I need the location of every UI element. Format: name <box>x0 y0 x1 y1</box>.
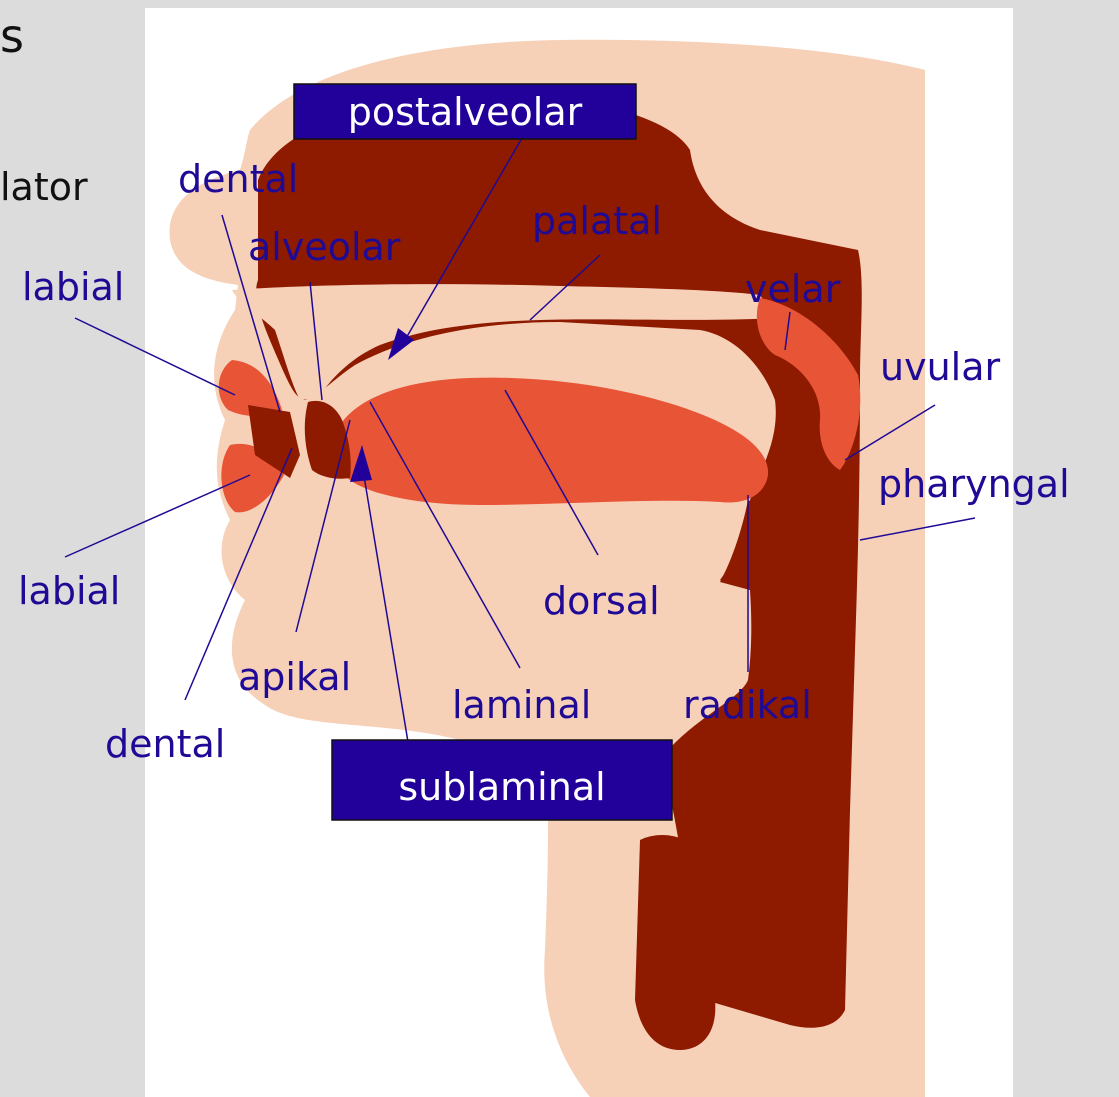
slide-side-text: lator <box>0 165 88 209</box>
label-dental-bottom: dental <box>105 722 225 766</box>
label-labial-top: labial <box>22 265 124 309</box>
label-pharyngal: pharyngal <box>878 462 1070 506</box>
label-uvular: uvular <box>880 345 1001 389</box>
label-dental-top: dental <box>178 157 298 201</box>
sublaminal-label: sublaminal <box>398 765 605 809</box>
label-palatal: palatal <box>532 199 662 243</box>
postalveolar-label: postalveolar <box>348 90 583 134</box>
label-laminal: laminal <box>452 683 591 727</box>
label-dorsal: dorsal <box>543 579 660 623</box>
label-apikal: apikal <box>238 655 351 699</box>
label-labial-bottom: labial <box>18 569 120 613</box>
label-radikal: radikal <box>683 683 812 727</box>
slide-title-fragment: s <box>0 9 24 63</box>
label-alveolar: alveolar <box>248 225 401 269</box>
label-velar: velar <box>745 267 841 311</box>
